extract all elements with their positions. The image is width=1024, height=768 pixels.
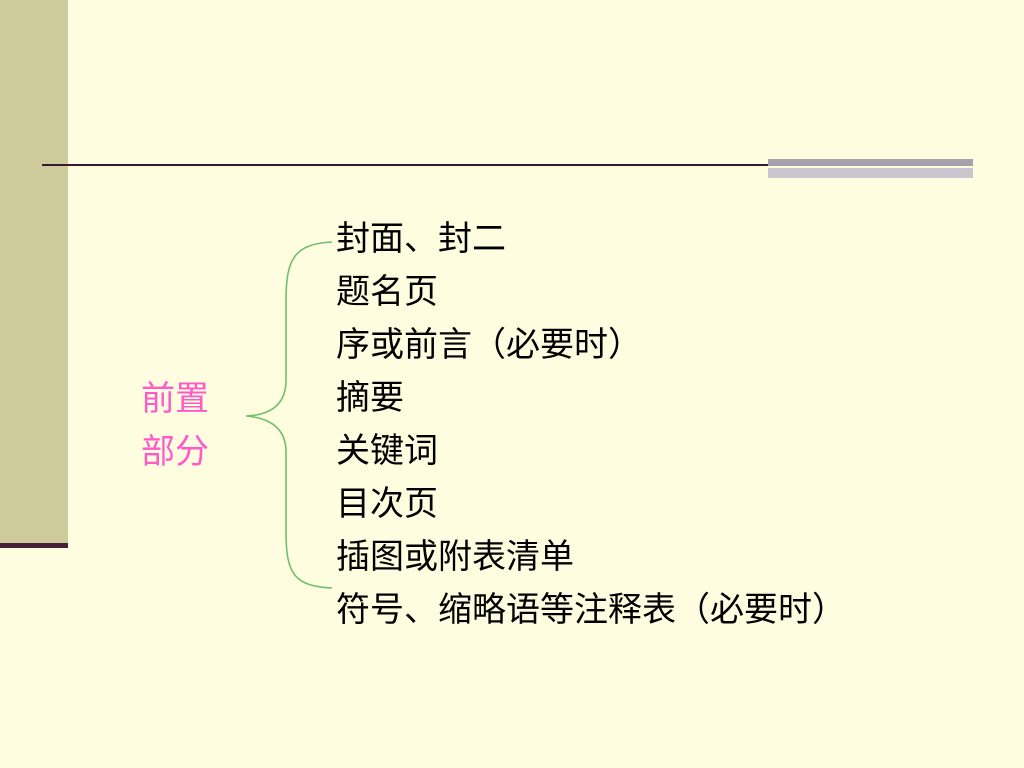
front-matter-list: 封面、封二 题名页 序或前言（必要时） 摘要 关键词 目次页 插图或附表清单 符… <box>336 213 846 637</box>
list-item: 封面、封二 <box>336 219 506 259</box>
list-item: 目次页 <box>336 484 438 524</box>
divider-accent-light <box>768 168 973 178</box>
list-item: 插图或附表清单 <box>336 537 574 577</box>
section-label: 前置 部分 <box>141 373 241 479</box>
divider-accent-dark <box>768 159 973 166</box>
left-decorative-strip <box>0 0 68 545</box>
list-item: 符号、缩略语等注释表（必要时） <box>336 590 846 630</box>
title-divider-line <box>42 164 770 166</box>
section-label-line-1: 前置 <box>141 379 209 419</box>
curly-brace-path <box>245 241 333 589</box>
list-item: 序或前言（必要时） <box>336 325 642 365</box>
left-strip-underline <box>0 543 68 548</box>
list-item: 题名页 <box>336 272 438 312</box>
curly-brace <box>245 241 333 589</box>
list-item: 摘要 <box>336 378 404 418</box>
list-item: 关键词 <box>336 431 438 471</box>
section-label-line-2: 部分 <box>141 432 209 472</box>
